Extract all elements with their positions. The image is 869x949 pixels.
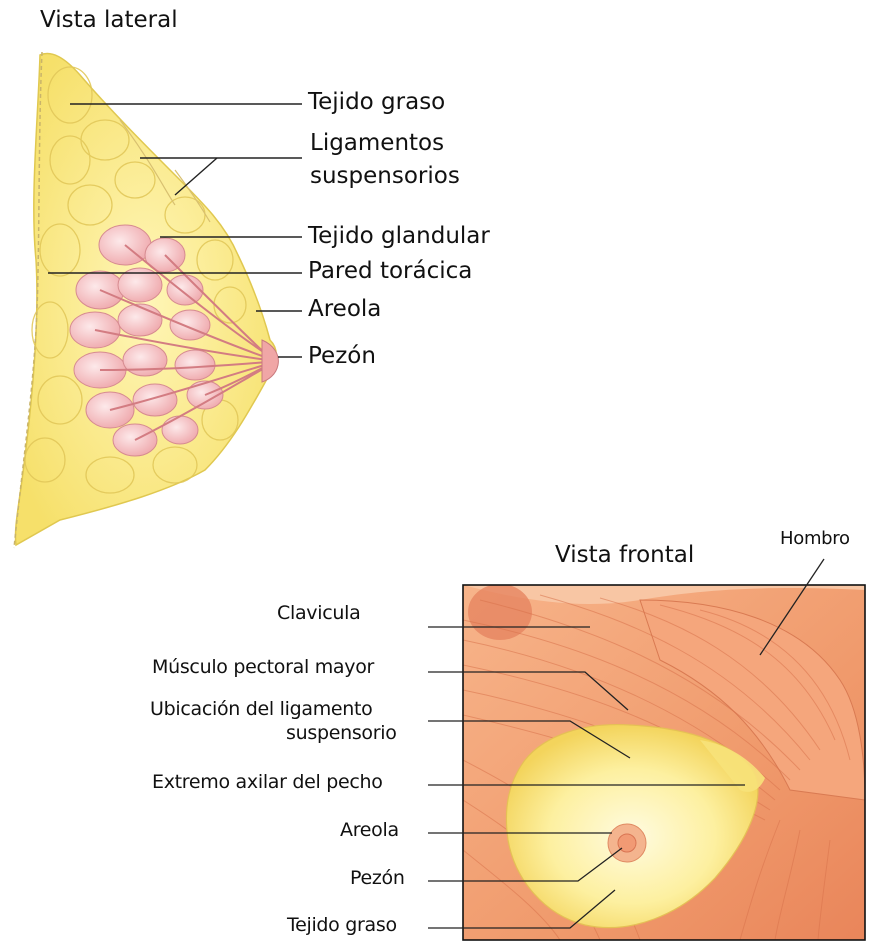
label-ligamentos: Ligamentos — [310, 131, 444, 155]
label-hombro: Hombro — [780, 530, 850, 549]
label-pared-toracica: Pared torácica — [308, 259, 472, 283]
label-areola-frontal: Areola — [340, 821, 399, 841]
label-pezon-lateral: Pezón — [308, 344, 376, 368]
frontal-breast-illustration — [463, 584, 865, 940]
label-areola-lateral: Areola — [308, 297, 381, 321]
label-clavicula: Clavicula — [277, 604, 360, 624]
label-pezon-frontal: Pezón — [350, 869, 405, 889]
label-suspensorio: suspensorio — [286, 724, 397, 744]
label-musculo-pectoral: Músculo pectoral mayor — [152, 658, 374, 678]
label-tejido-graso-lateral: Tejido graso — [308, 90, 445, 114]
lateral-view-title: Vista lateral — [40, 8, 178, 32]
label-suspensorios: suspensorios — [310, 164, 460, 188]
label-tejido-glandular: Tejido glandular — [308, 224, 490, 248]
label-tejido-graso-frontal: Tejido graso — [287, 916, 397, 936]
lateral-breast-illustration — [14, 52, 278, 548]
frontal-view-title: Vista frontal — [555, 543, 694, 567]
label-extremo-axilar: Extremo axilar del pecho — [152, 773, 383, 793]
label-ubicacion-ligamento: Ubicación del ligamento — [150, 700, 373, 720]
